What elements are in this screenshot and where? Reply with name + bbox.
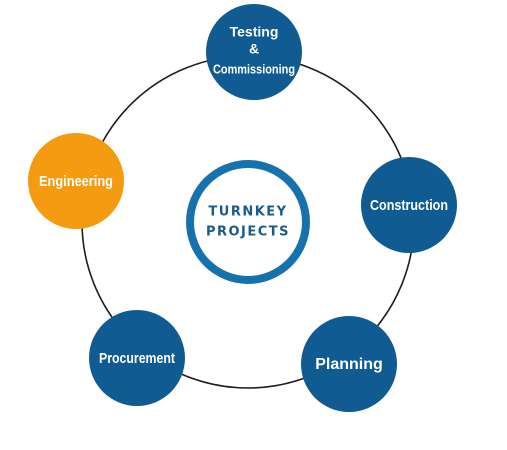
node-testing-commissioning[interactable]: Testing & Commissioning — [206, 4, 302, 100]
node-construction-circle — [361, 157, 457, 253]
node-engineering-circle — [28, 133, 124, 229]
node-procurement[interactable]: Procurement — [89, 310, 185, 406]
center-title-line2: PROJECTS — [206, 225, 290, 240]
node-planning-circle — [301, 316, 397, 412]
node-testing-label-line2: & — [249, 41, 259, 57]
node-construction-label: Construction — [370, 197, 448, 214]
node-engineering-label: Engineering — [39, 173, 113, 190]
node-engineering[interactable]: Engineering — [28, 133, 124, 229]
node-planning[interactable]: Planning — [301, 316, 397, 412]
node-testing-label-line1: Testing — [230, 24, 279, 40]
node-construction[interactable]: Construction — [361, 157, 457, 253]
node-planning-label: Planning — [315, 356, 383, 373]
node-procurement-label: Procurement — [99, 350, 175, 367]
center-hub-inner-disc — [194, 168, 302, 276]
node-procurement-circle — [89, 310, 185, 406]
node-testing-commissioning-circle — [206, 4, 302, 100]
center-title-line1: TURNKEY — [208, 205, 287, 220]
center-hub: TURNKEY PROJECTS — [186, 160, 310, 284]
node-testing-label-line3: Commissioning — [213, 61, 295, 76]
